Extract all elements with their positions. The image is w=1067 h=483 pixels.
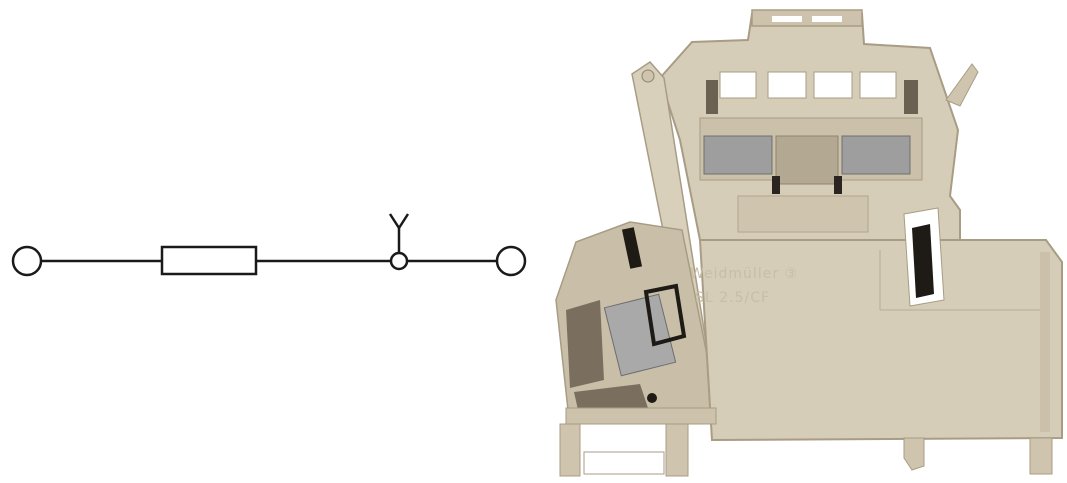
foot-right-clip — [903, 437, 925, 471]
window-slot-2 — [767, 71, 807, 99]
window-slot-3 — [813, 71, 853, 99]
terminal-right-circle — [495, 245, 527, 277]
fuse-element — [160, 245, 258, 276]
side-slot-right — [904, 80, 918, 114]
right-edge-shadow — [1040, 252, 1050, 432]
screwdriver-slot — [621, 227, 643, 269]
foot-bridge — [583, 451, 665, 475]
test-point-fork — [388, 213, 410, 231]
marking-brand: Weidmüller ③ — [690, 266, 798, 282]
handle-slot — [912, 224, 934, 298]
clamp-metal — [603, 293, 677, 377]
side-slot-left — [706, 80, 718, 114]
window-slot-1 — [719, 71, 757, 99]
fuse-contact-left — [703, 135, 773, 175]
latch-top-right — [945, 63, 979, 107]
fuse-notch-left — [772, 176, 780, 194]
fuse-contact-right — [841, 135, 911, 175]
wire-entry-upper — [566, 300, 604, 388]
spring-clamp — [643, 283, 687, 347]
fuse-terminal-block-photo: Weidmüller ③ ISL 2.5/CF — [555, 9, 1063, 477]
top-clip-slot-left — [772, 16, 802, 22]
lever-pivot — [641, 69, 655, 83]
foot-right-end — [1029, 437, 1053, 475]
fuse-holder-lower — [737, 195, 869, 233]
top-clip-slot-right — [812, 16, 842, 22]
jumper-hole — [647, 393, 657, 403]
window-slot-4 — [859, 71, 897, 99]
top-clip — [751, 9, 863, 27]
foot-middle — [665, 423, 689, 477]
foot-left — [559, 423, 581, 477]
fuse-schematic-symbol — [11, 213, 527, 277]
fuse-notch-right — [834, 176, 842, 194]
main-front-housing — [698, 239, 1063, 442]
marking-code: ISL 2.5/CF — [690, 290, 770, 306]
test-point-node — [389, 251, 409, 271]
wire-entry-lower — [574, 384, 648, 410]
fuse-body-center — [775, 135, 839, 185]
base-rail-left — [565, 407, 717, 425]
terminal-left-circle — [11, 245, 43, 277]
